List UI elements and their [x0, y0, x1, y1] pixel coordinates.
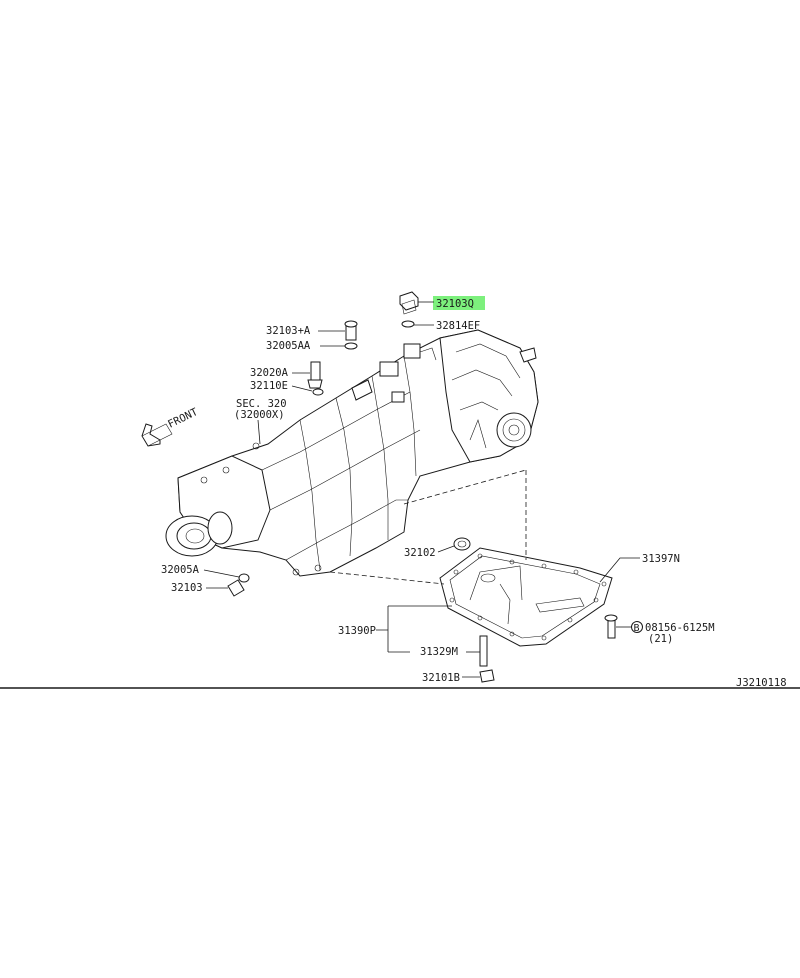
leader-31397N [599, 557, 640, 583]
label-bolt-ref[interactable]: 08156-6125M [645, 622, 715, 634]
bolt-marker-letter: B [634, 623, 640, 634]
label-31397N[interactable]: 31397N [642, 553, 680, 565]
stud-31329M [479, 635, 488, 667]
section-ref-line2: (32000X) [234, 409, 285, 421]
seal-32102 [453, 537, 471, 551]
bolt-08156 [604, 614, 618, 639]
transmission-assembly [165, 329, 539, 577]
highlight-32103Q [433, 296, 485, 310]
alignment-line-top [403, 469, 527, 505]
alignment-line-front [329, 571, 445, 585]
label-32005AA[interactable]: 32005AA [266, 340, 311, 352]
diagram-id: J3210118 [736, 677, 787, 689]
switch-32020A [307, 361, 323, 389]
label-32005A[interactable]: 32005A [161, 564, 200, 576]
leader-32110E [291, 385, 313, 392]
oil-pan [439, 547, 613, 647]
label-32101B[interactable]: 32101B [422, 672, 460, 684]
section-ref-leader [257, 419, 261, 445]
label-31390P[interactable]: 31390P [338, 625, 376, 637]
plug-32103 [227, 579, 245, 597]
label-32103A-plus[interactable]: 32103+A [266, 325, 311, 337]
plug-32103A [344, 320, 358, 341]
washer-32814EF [401, 320, 415, 328]
label-bolt-qty: (21) [648, 633, 673, 645]
washer-32005A [238, 573, 250, 583]
leader-32005A [203, 569, 240, 578]
bolt-marker-icon [631, 621, 643, 633]
label-32814EF[interactable]: 32814EF [436, 320, 480, 332]
leader-31390P [376, 605, 452, 653]
gasket-32110E [312, 388, 324, 396]
filler-plug [399, 291, 419, 315]
leader-32102 [437, 545, 455, 553]
section-ref-line1: SEC. 320 [236, 398, 287, 410]
label-32110E[interactable]: 32110E [250, 380, 288, 392]
label-32103Q[interactable]: 32103Q [436, 298, 474, 310]
front-label: FRONT [166, 406, 200, 431]
label-31329M[interactable]: 31329M [420, 646, 458, 658]
washer-32005AA [344, 342, 358, 350]
label-32103[interactable]: 32103 [171, 582, 203, 594]
label-32020A[interactable]: 32020A [250, 367, 289, 379]
front-arrow-icon [141, 423, 173, 447]
drain-plug-32101B [479, 669, 495, 683]
label-32102[interactable]: 32102 [404, 547, 436, 559]
